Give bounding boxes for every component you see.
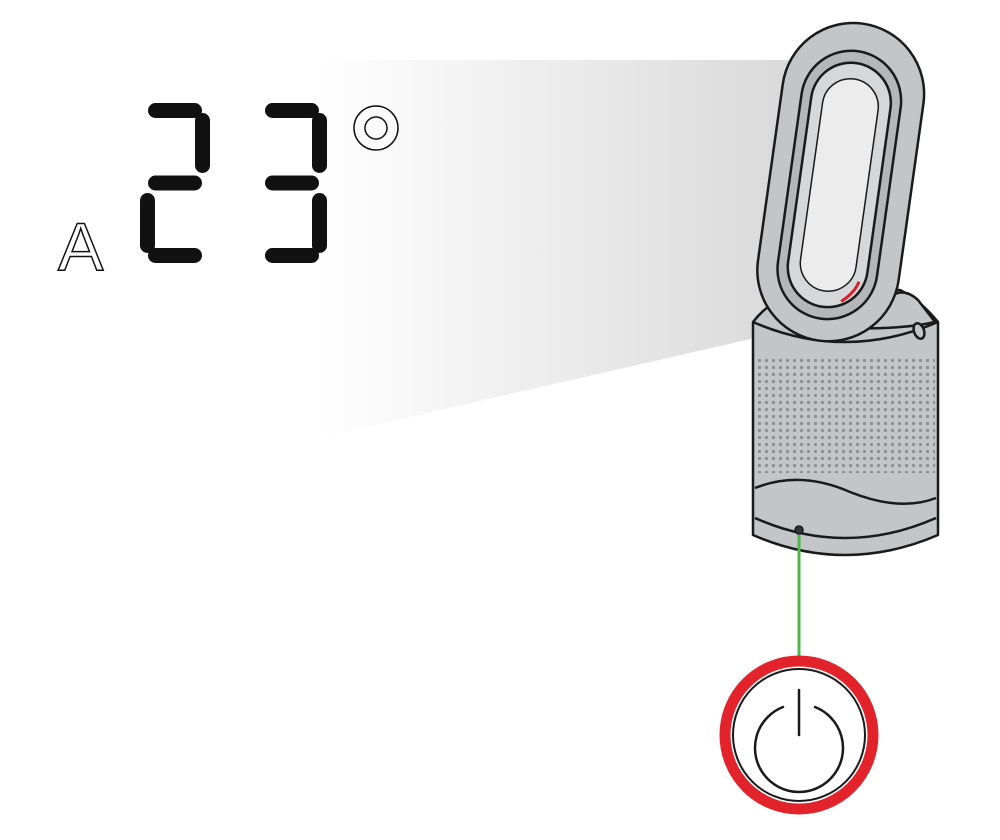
- segment-a: [148, 103, 202, 118]
- temperature-readout: [140, 103, 327, 263]
- display-projection-beam: [318, 60, 790, 438]
- degree-symbol: [353, 105, 399, 151]
- segment-g: [148, 175, 202, 191]
- segment-c: [312, 193, 327, 253]
- seven-segment-digit: [265, 103, 327, 263]
- segment-a: [265, 103, 319, 118]
- segment-e: [140, 193, 155, 253]
- fan-sensor: [794, 525, 804, 535]
- mode-letter: A: [58, 209, 104, 285]
- segment-b: [195, 113, 210, 173]
- power-button[interactable]: [719, 655, 879, 815]
- segment-d: [148, 248, 202, 263]
- fan-grille: [757, 355, 935, 473]
- air-purifier-fan: [751, 21, 940, 557]
- segment-d: [265, 248, 319, 263]
- seven-segment-digit: [140, 103, 210, 263]
- segment-g: [265, 175, 319, 191]
- power-icon: [753, 688, 845, 794]
- segment-b: [312, 113, 327, 173]
